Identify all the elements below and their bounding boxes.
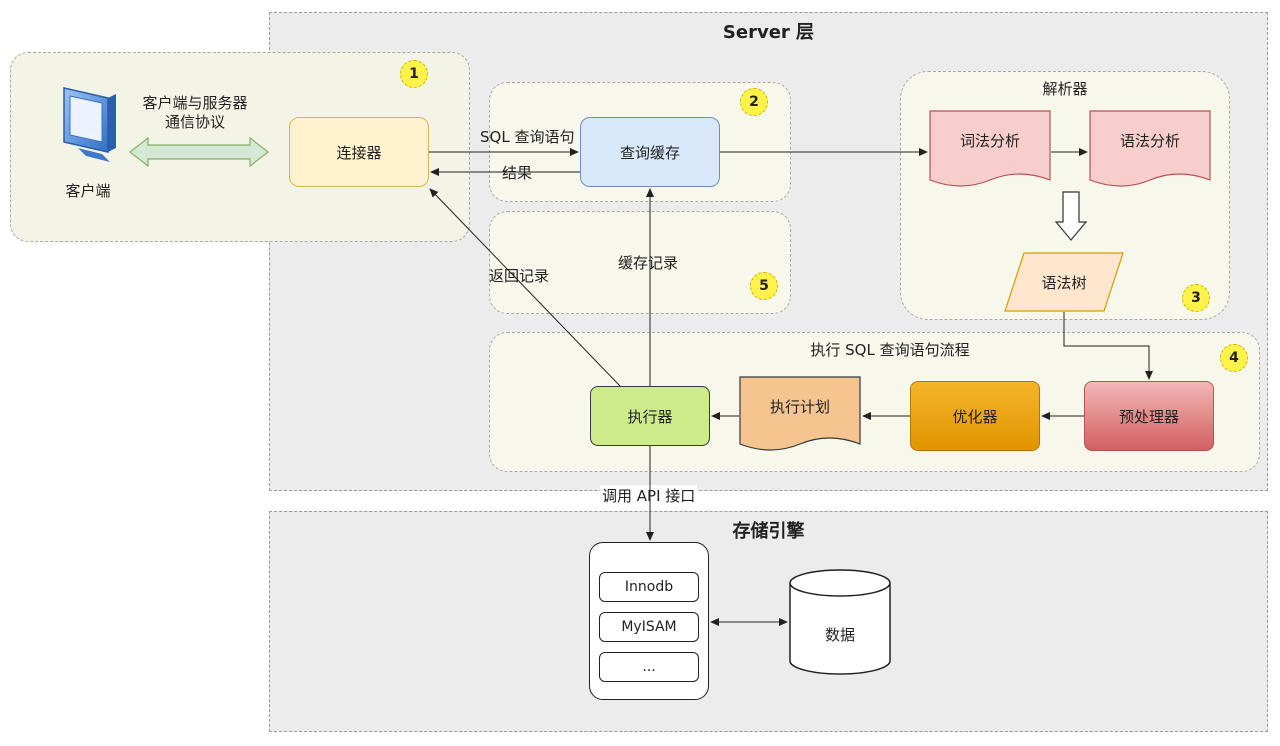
preprocessor-box[interactable]: 预处理器 bbox=[1084, 381, 1214, 451]
return-records-label: 返回记录 bbox=[489, 267, 550, 285]
syntax-tree-shape[interactable]: 语法树 bbox=[1004, 252, 1124, 312]
syntax-analysis-label: 语法分析 bbox=[1119, 132, 1180, 150]
server-layer-title: Server 层 bbox=[722, 22, 815, 43]
client-label: 客户端 bbox=[65, 182, 111, 200]
execution-flow-title: 执行 SQL 查询语句流程 bbox=[810, 341, 970, 359]
executor-label: 执行器 bbox=[627, 407, 673, 426]
engine-item-innodb-label: Innodb bbox=[624, 579, 674, 595]
badge-3: 3 bbox=[1182, 284, 1210, 312]
result-label: 结果 bbox=[502, 164, 533, 182]
call-api-label: 调用 API 接口 bbox=[600, 485, 698, 506]
preprocessor-label: 预处理器 bbox=[1118, 407, 1179, 426]
monitor-icon bbox=[58, 82, 126, 170]
connector-box[interactable]: 连接器 bbox=[289, 117, 429, 187]
execution-plan-label: 执行计划 bbox=[769, 398, 830, 416]
badge-1: 1 bbox=[400, 60, 428, 88]
query-cache-box[interactable]: 查询缓存 bbox=[580, 117, 720, 187]
syntax-tree-label: 语法树 bbox=[1041, 274, 1087, 292]
protocol-label-line2: 通信协议 bbox=[164, 113, 225, 131]
sql-query-label: SQL 查询语句 bbox=[480, 128, 575, 146]
engine-item-innodb[interactable]: Innodb bbox=[599, 572, 699, 602]
engine-item-myisam-label: MyISAM bbox=[621, 619, 677, 635]
badge-5: 5 bbox=[750, 272, 778, 300]
engine-layer bbox=[269, 511, 1268, 732]
executor-box[interactable]: 执行器 bbox=[590, 386, 710, 446]
badge-2: 2 bbox=[740, 88, 768, 116]
engine-item-more-label: ... bbox=[642, 659, 656, 675]
syntax-analysis-doc[interactable]: 语法分析 bbox=[1089, 110, 1211, 192]
query-cache-label: 查询缓存 bbox=[619, 143, 680, 162]
engine-layer-title: 存储引擎 bbox=[732, 521, 805, 542]
parser-title: 解析器 bbox=[1042, 80, 1088, 98]
engine-item-myisam[interactable]: MyISAM bbox=[599, 612, 699, 642]
data-cylinder[interactable]: 数据 bbox=[789, 569, 891, 675]
lexical-analysis-label: 词法分析 bbox=[959, 132, 1020, 150]
engine-item-more[interactable]: ... bbox=[599, 652, 699, 682]
badge-4: 4 bbox=[1220, 344, 1248, 372]
optimizer-label: 优化器 bbox=[952, 407, 998, 426]
lexical-analysis-doc[interactable]: 词法分析 bbox=[929, 110, 1051, 192]
execution-plan-doc[interactable]: 执行计划 bbox=[739, 376, 861, 456]
data-label: 数据 bbox=[824, 626, 855, 644]
connector-label: 连接器 bbox=[336, 143, 382, 162]
cache-records-label: 缓存记录 bbox=[618, 254, 679, 272]
protocol-label-line1: 客户端与服务器 bbox=[142, 94, 248, 112]
optimizer-box[interactable]: 优化器 bbox=[910, 381, 1040, 451]
